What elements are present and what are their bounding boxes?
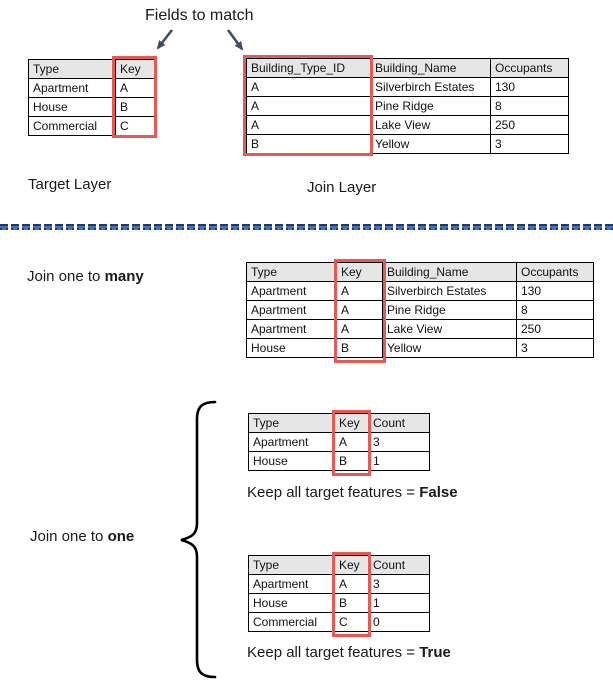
keep-false-caption: Keep all target features = False (247, 484, 458, 501)
join-one-to-one-label: Join one to one (30, 528, 134, 545)
highlight-box-true-key (332, 552, 371, 637)
caption-text: Keep all target features = (247, 644, 420, 661)
table-cell: Commercial (248, 612, 335, 632)
column-header: Type (248, 413, 335, 433)
target-layer-label: Target Layer (28, 176, 112, 193)
table-cell: Yellow (370, 134, 491, 154)
column-header: Count (368, 555, 430, 575)
label-bold-text: many (104, 268, 144, 285)
table-cell: Lake View (382, 319, 517, 339)
table-cell: 250 (490, 115, 569, 135)
fields-to-match-label: Fields to match (145, 7, 254, 24)
highlight-box-false-key (332, 410, 371, 476)
table-cell: 0 (368, 612, 430, 632)
highlight-box-target-key (112, 56, 157, 138)
column-header: Building_Type_ID (246, 58, 371, 78)
column-header: Type (246, 262, 337, 282)
table-cell: House (28, 97, 116, 117)
table-cell: Apartment (246, 300, 337, 320)
table-cell: Apartment (246, 281, 337, 301)
table-cell: B (334, 451, 369, 471)
table-cell: 250 (516, 319, 594, 339)
table-cell: House (246, 338, 337, 358)
table-cell: House (248, 451, 335, 471)
table-cell: 3 (368, 574, 430, 594)
column-header: Key (115, 59, 156, 79)
column-header: Key (336, 262, 383, 282)
column-header: Building_Name (370, 58, 491, 78)
table-cell: Silverbirch Estates (382, 281, 517, 301)
column-header: Key (334, 555, 369, 575)
table-cell: Silverbirch Estates (370, 77, 491, 97)
join-one-to-many-label: Join one to many (27, 268, 144, 285)
keep-true-caption: Keep all target features = True (247, 644, 451, 661)
table-cell: 1 (368, 451, 430, 471)
caption-bold-text: True (419, 644, 451, 661)
highlight-box-many-key (334, 259, 386, 363)
table-cell: Apartment (28, 78, 116, 98)
table-cell: 8 (516, 300, 594, 320)
table-cell: 130 (516, 281, 594, 301)
table-cell: 3 (516, 338, 594, 358)
table-cell: Apartment (248, 432, 335, 452)
column-header: Occupants (516, 262, 594, 282)
section-divider (0, 224, 613, 230)
label-bold-text: one (107, 528, 135, 545)
column-header: Type (28, 59, 116, 79)
column-header: Count (368, 413, 430, 433)
column-header: Type (248, 555, 335, 575)
column-header: Occupants (490, 58, 569, 78)
table-cell: Yellow (382, 338, 517, 358)
table-cell: 8 (490, 96, 569, 116)
column-header: Building_Name (382, 262, 517, 282)
join-layer-label: Join Layer (307, 179, 377, 196)
caption-text: Keep all target features = (247, 484, 420, 501)
table-cell: 130 (490, 77, 569, 97)
table-cell: Lake View (370, 115, 491, 135)
table-cell: 3 (368, 432, 430, 452)
table-cell: Pine Ridge (370, 96, 491, 116)
table-cell: 1 (368, 593, 430, 613)
table-cell: Apartment (246, 319, 337, 339)
down-left-arrow-icon (156, 29, 174, 50)
caption-bold-text: False (419, 484, 458, 501)
column-header: Key (334, 413, 369, 433)
table-cell: Pine Ridge (382, 300, 517, 320)
curly-brace (180, 400, 217, 679)
table-cell: Apartment (248, 574, 335, 594)
down-right-arrow-icon (226, 29, 244, 51)
label-text: Join one to (27, 268, 105, 285)
highlight-box-join-type-id (243, 55, 373, 156)
table-cell: House (248, 593, 335, 613)
table-cell: Commercial (28, 116, 116, 136)
table-cell: 3 (490, 134, 569, 154)
label-text: Join one to (30, 528, 108, 545)
